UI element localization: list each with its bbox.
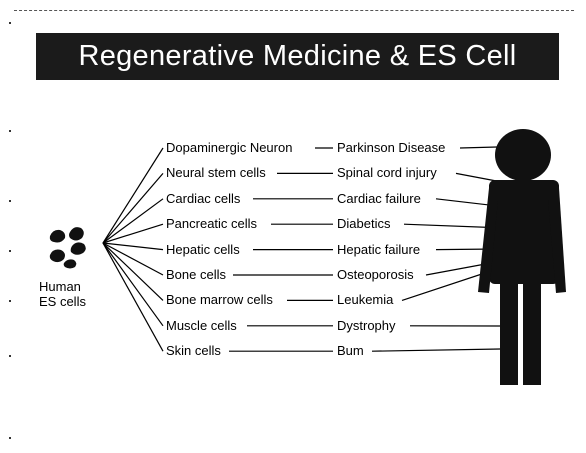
disease-label: Osteoporosis [337, 267, 414, 282]
disease-label: Hepatic failure [337, 242, 420, 257]
fan-line [103, 173, 163, 243]
cell-type-label: Bone marrow cells [166, 292, 273, 307]
fan-line [103, 148, 163, 243]
cell-type-label: Bone cells [166, 267, 226, 282]
es-cell-cluster-icon [50, 227, 86, 268]
cell-type-label: Skin cells [166, 343, 221, 358]
cell-type-label: Neural stem cells [166, 165, 266, 180]
disease-label: Leukemia [337, 292, 393, 307]
cell-type-label: Cardiac cells [166, 191, 240, 206]
fan-lines [103, 148, 163, 351]
cell-type-label: Pancreatic cells [166, 216, 257, 231]
cell-type-label: Hepatic cells [166, 242, 240, 257]
human-body-silhouette [478, 129, 566, 385]
cell-type-label: Dopaminergic Neuron [166, 140, 292, 155]
disease-label: Dystrophy [337, 318, 396, 333]
es-label-line2: ES cells [39, 294, 86, 309]
cell-type-label: Muscle cells [166, 318, 237, 333]
disease-label: Spinal cord injury [337, 165, 437, 180]
disease-body-connector [372, 349, 500, 351]
disease-label: Cardiac failure [337, 191, 421, 206]
disease-label: Diabetics [337, 216, 390, 231]
fan-line [103, 224, 163, 243]
es-label-line1: Human [39, 279, 86, 294]
disease-label: Parkinson Disease [337, 140, 445, 155]
disease-label: Bum [337, 343, 364, 358]
fan-line [103, 243, 163, 300]
disease-body-connector [460, 147, 497, 148]
fan-line [103, 199, 163, 243]
fan-line [103, 243, 163, 326]
fan-line [103, 243, 163, 250]
human-es-cells-label: Human ES cells [39, 279, 86, 309]
